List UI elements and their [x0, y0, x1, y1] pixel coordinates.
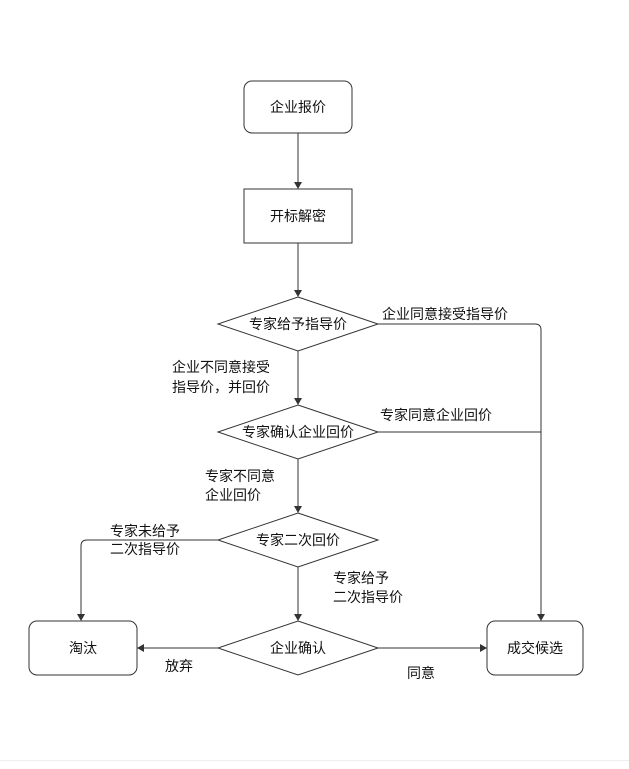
arrowhead: [294, 614, 302, 621]
arrowhead: [294, 182, 302, 189]
node-expert-second-label: 专家二次回价: [256, 532, 340, 549]
label-expert-disagree-line1: 专家不同意: [205, 468, 275, 485]
label-give-up: 放弃: [165, 659, 193, 675]
decision-diamond: [216, 296, 380, 352]
node-expert-confirm: 专家确认企业回价: [216, 404, 380, 460]
node-eliminate-label: 淘汰: [69, 641, 97, 657]
decision-diamond: [216, 512, 380, 568]
label-expert-disagree-line2: 企业回价: [205, 487, 261, 504]
label-give-second-line1: 专家给予: [333, 570, 389, 587]
label-no-second-line2: 二次指导价: [110, 542, 180, 558]
label-agree: 同意: [407, 665, 435, 682]
rounded-rect: [486, 620, 584, 676]
label-reject-guide-line2: 指导价，并回价: [172, 380, 270, 396]
label-accept-guide: 企业同意接受指导价: [382, 306, 508, 323]
decision-diamond: [216, 404, 380, 460]
arrowhead: [537, 614, 545, 621]
label-expert-agree: 专家同意企业回价: [380, 407, 492, 424]
decision-diamond: [216, 620, 380, 676]
node-company-confirm: 企业确认: [216, 620, 380, 676]
arrowhead: [294, 506, 302, 513]
label-no-second-line1: 专家未给予: [110, 523, 180, 540]
nodes: 企业报价 开标解密 专家给予指导价 专家确认企业回价 专家二次回价 企业确认 淘…: [28, 80, 584, 676]
node-expert-second: 专家二次回价: [216, 512, 380, 568]
node-company-confirm-label: 企业确认: [270, 640, 326, 657]
rounded-rect: [28, 620, 138, 676]
node-candidate-label: 成交候选: [507, 640, 563, 657]
arrowhead: [77, 614, 85, 621]
label-reject-guide-line1: 企业不同意接受: [172, 359, 270, 376]
arrowhead: [480, 644, 487, 652]
edge-labels: 企业同意接受指导价 企业不同意接受 指导价，并回价 专家同意企业回价 专家不同意…: [110, 306, 508, 682]
node-quote: 企业报价: [243, 80, 353, 134]
node-expert-guide: 专家给予指导价: [216, 296, 380, 352]
node-expert-confirm-label: 专家确认企业回价: [242, 424, 354, 441]
node-expert-guide-label: 专家给予指导价: [249, 316, 347, 333]
node-quote-label: 企业报价: [270, 99, 326, 116]
node-candidate: 成交候选: [486, 620, 584, 676]
node-eliminate: 淘汰: [28, 620, 138, 676]
edge-guide-candidate: [378, 323, 542, 615]
arrowhead: [294, 398, 302, 405]
rect: [243, 188, 353, 244]
label-give-second-line2: 二次指导价: [333, 590, 403, 606]
node-open: 开标解密: [243, 188, 353, 244]
edges: [77, 133, 545, 652]
arrowhead: [294, 290, 302, 297]
node-open-label: 开标解密: [270, 208, 326, 225]
bottom-divider: [0, 760, 629, 761]
arrowhead: [137, 644, 144, 652]
edge-second-eliminate: [80, 539, 218, 615]
rounded-rect: [243, 80, 353, 134]
